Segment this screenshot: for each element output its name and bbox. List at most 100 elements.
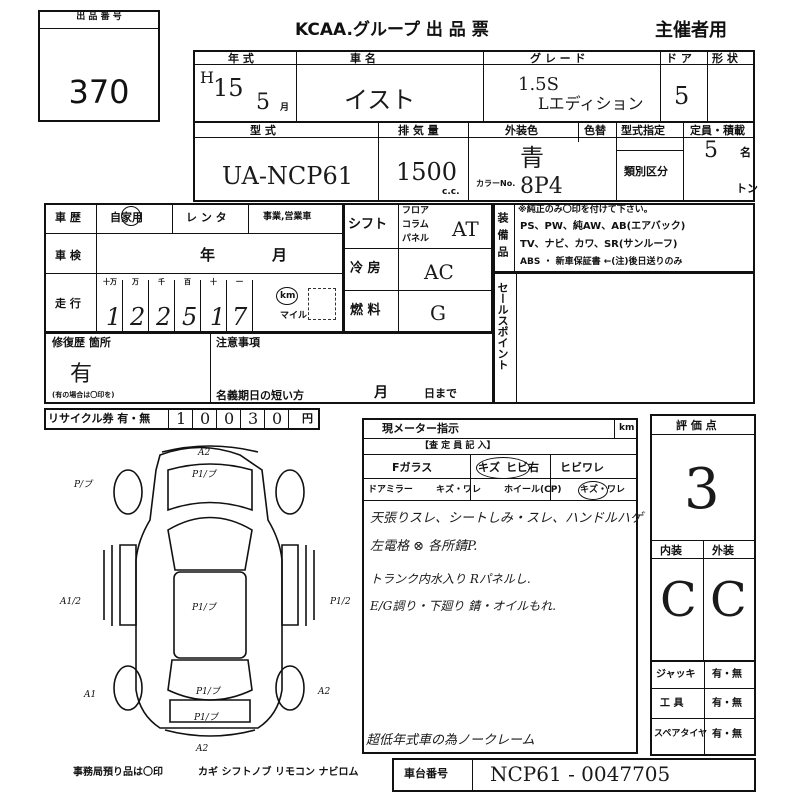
trunk-panel bbox=[169, 699, 251, 723]
mileage-digit: 2 bbox=[130, 303, 146, 331]
svg-text:P/ブ: P/ブ bbox=[73, 479, 94, 490]
rear-right-wheel bbox=[275, 665, 305, 711]
jack-label: ジャッキ bbox=[656, 669, 696, 680]
model-value: UA-NCP61 bbox=[222, 162, 353, 190]
equipment-line3: ABS ・ 新車保証書 ←(注)後日送りのみ bbox=[520, 257, 683, 267]
capacity-unit: 名 bbox=[740, 146, 751, 159]
ext-color-value: 青 bbox=[520, 144, 544, 172]
sales-point-label: セールスポイント bbox=[496, 282, 509, 370]
cc-unit: c.c. bbox=[442, 187, 460, 197]
recycle-digit: 0 bbox=[272, 409, 283, 428]
svg-text:A2: A2 bbox=[317, 687, 330, 697]
organizer-label: 主催者用 bbox=[655, 20, 727, 41]
wheel-label: ホイール(CP) bbox=[504, 485, 562, 495]
lot-number-label: 出 品 番 号 bbox=[76, 12, 122, 22]
score-label: 評 価 点 bbox=[676, 419, 717, 432]
grade-line1: 1.5S bbox=[518, 74, 559, 95]
tool-value: 有・無 bbox=[712, 698, 742, 709]
fuel-label: 燃 料 bbox=[350, 303, 381, 318]
svg-text:A2: A2 bbox=[197, 448, 210, 458]
chassis-label: 車台番号 bbox=[404, 767, 448, 780]
svg-text:P1/ブ: P1/ブ bbox=[195, 686, 222, 697]
shift-column: コラム bbox=[402, 220, 429, 230]
svg-text:A2: A2 bbox=[195, 744, 208, 754]
jack-value: 有・無 bbox=[712, 669, 742, 680]
door-mirror-damage: キズ・ワレ bbox=[436, 485, 482, 495]
rear-window bbox=[167, 659, 253, 701]
year-era: H bbox=[200, 68, 214, 87]
inspector-note: 左電格 ⊗ 各所錆P. bbox=[370, 539, 478, 554]
chassis-value: NCP61 - 0047705 bbox=[490, 762, 671, 786]
svg-text:P1/ブ: P1/ブ bbox=[191, 469, 218, 480]
left-front-door bbox=[119, 544, 137, 626]
office-note: 事務局預り品は〇印 bbox=[73, 767, 163, 778]
office-items: カギ シフトノブ リモコン ナビロム bbox=[198, 767, 359, 778]
history-label: 車 歴 bbox=[55, 211, 81, 224]
shift-panel: パネル bbox=[402, 234, 430, 244]
equipment-line1: PS、PW、純AW、AB(エアバック) bbox=[520, 221, 686, 232]
front-bumper bbox=[161, 445, 259, 453]
svg-text:A1: A1 bbox=[83, 690, 96, 700]
spare-value: 有・無 bbox=[712, 729, 742, 740]
door-mirror-label: ドアミラー bbox=[368, 485, 413, 495]
interior-label: 内装 bbox=[660, 544, 682, 557]
wheel-scratch-circle bbox=[578, 481, 608, 500]
grade-label: グ レ ー ド bbox=[530, 52, 586, 65]
digit-header-1k: 千 bbox=[158, 278, 165, 286]
car-body-outline bbox=[135, 446, 283, 729]
svg-text:P1/ブ: P1/ブ bbox=[193, 712, 220, 723]
doors-value: 5 bbox=[674, 82, 690, 110]
km-circle bbox=[276, 287, 298, 305]
inspector-block bbox=[362, 418, 638, 754]
inspector-note: E/G調り・下廻り 錆・オイルもれ. bbox=[370, 599, 557, 613]
interior-value: C bbox=[660, 572, 697, 628]
recycle-digit: 0 bbox=[200, 409, 211, 428]
capacity-value: 5 bbox=[704, 138, 718, 163]
ac-value: AC bbox=[424, 260, 454, 284]
notes-label: 注意事項 bbox=[216, 336, 260, 349]
mileage-stamp-box bbox=[308, 288, 336, 320]
shift-floor: フロア bbox=[402, 206, 430, 216]
digit-header-100: 百 bbox=[184, 278, 191, 286]
model-label: 型 式 bbox=[250, 124, 276, 137]
private-use-circle bbox=[121, 206, 141, 226]
fuel-value: G bbox=[430, 301, 446, 325]
equipment-label: 装備品 bbox=[496, 212, 509, 263]
sheet-title: KCAA.グループ 出 品 票 bbox=[295, 20, 489, 40]
car-name-label: 車 名 bbox=[350, 52, 376, 65]
equipment-line2: TV、ナビ、カワ、SR(サンルーフ) bbox=[520, 239, 678, 250]
shape-label: 形 状 bbox=[712, 52, 738, 65]
mileage-digit: 1 bbox=[210, 303, 226, 331]
meter-label: 現メーター指示 bbox=[382, 422, 459, 435]
inspector-note: 超低年式車の為ノークレーム bbox=[366, 733, 535, 748]
recycle-block bbox=[44, 408, 320, 430]
displacement-value: 1500 bbox=[396, 158, 458, 186]
year-value: 15 bbox=[213, 74, 244, 102]
spare-label: スペアタイヤ bbox=[654, 729, 708, 739]
grade-line2: Lエディション bbox=[538, 94, 644, 113]
recycle-digit: 3 bbox=[248, 409, 259, 428]
doors-label: ド ア bbox=[666, 52, 692, 65]
repair-value: 有 bbox=[70, 362, 93, 387]
f-glass-crack: ヒビワレ bbox=[560, 461, 604, 474]
equipment-note: ※純正のみ〇印を付けて下さい。 bbox=[518, 205, 653, 215]
inspection-month-unit: 月 bbox=[272, 246, 288, 264]
inspector-note: 天張りスレ、シートしみ・スレ、ハンドルハゲ bbox=[370, 511, 644, 526]
crack-circle bbox=[476, 457, 530, 479]
expiry-month-unit: 月 bbox=[374, 385, 388, 401]
expiry-day-unit: 日まで bbox=[424, 387, 457, 400]
year-label: 年 式 bbox=[228, 52, 254, 65]
shift-label: シフト bbox=[348, 217, 388, 232]
color-no-label: カラーNo. bbox=[476, 179, 516, 188]
f-glass-label: Fガラス bbox=[392, 461, 433, 474]
lot-number: 370 bbox=[68, 73, 130, 111]
ac-label: 冷 房 bbox=[350, 261, 381, 276]
inspection-year-unit: 年 bbox=[200, 246, 216, 264]
recycle-digit: 0 bbox=[224, 409, 235, 428]
roof-panel bbox=[173, 571, 247, 659]
mileage-label: 走 行 bbox=[55, 297, 81, 310]
digit-header-10k: 万 bbox=[132, 278, 139, 286]
recycle-digit: 1 bbox=[176, 409, 187, 428]
mileage-digit: 2 bbox=[156, 303, 172, 331]
color-change-label: 色替 bbox=[584, 124, 606, 137]
